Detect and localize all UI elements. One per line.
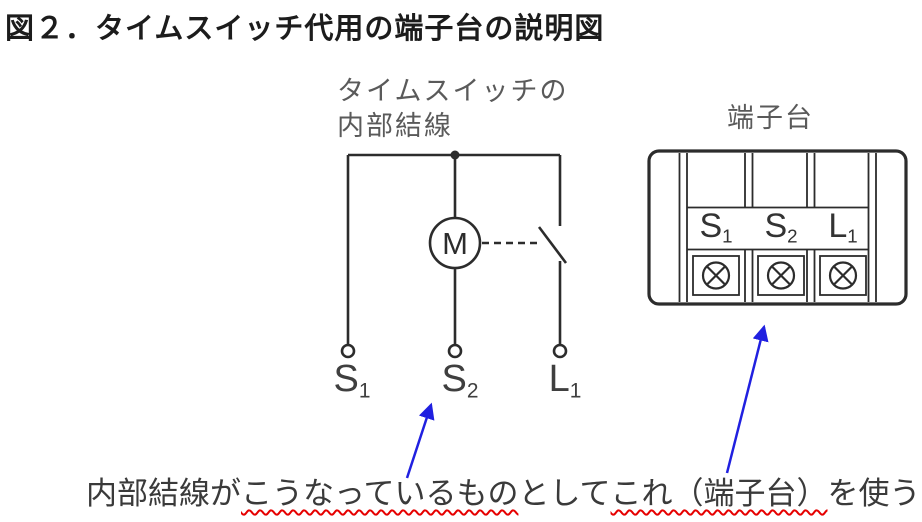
timeswitch-circuit: M bbox=[340, 150, 568, 359]
terminal-label-l1: L1 bbox=[548, 358, 582, 403]
figure-title: 図２．タイムスイッチ代用の端子台の説明図 bbox=[5, 13, 605, 45]
switch-blade-icon bbox=[537, 226, 568, 264]
screw-box-l1 bbox=[819, 255, 867, 296]
terminal-label-s1: S1 bbox=[333, 358, 371, 403]
terminal-open-circle-s1 bbox=[340, 343, 356, 359]
caption-emphasis-terminal-block: これ（端子台） bbox=[610, 476, 828, 511]
slot-label-l1: L1 bbox=[828, 207, 858, 247]
terminal-block-outline bbox=[647, 149, 908, 306]
annotation-arrows bbox=[405, 324, 769, 479]
circuit-internal-wiring-label: タイムスイッチの 内部結線 bbox=[337, 74, 568, 144]
caption-sentence: 内部結線がこうなっているものとしてこれ（端子台）を使う bbox=[86, 468, 921, 513]
slot-label-s2: S2 bbox=[764, 207, 798, 247]
caption-middle: として bbox=[518, 476, 611, 511]
circuit-label-line2: 内部結線 bbox=[337, 111, 453, 142]
terminal-block-drawing bbox=[647, 149, 908, 306]
upper-divider-lines bbox=[744, 153, 816, 208]
screw-box-s2 bbox=[757, 255, 805, 296]
screw-icon-s1 bbox=[701, 261, 731, 290]
caption-prefix: 内部結線が bbox=[86, 476, 241, 511]
motor-letter: M bbox=[442, 226, 468, 261]
terminal-block-label: 端子台 bbox=[727, 103, 814, 133]
arrow-to-internal-wiring-icon bbox=[405, 402, 435, 479]
caption-emphasis-internal-wiring: こうなっているもの bbox=[241, 476, 519, 511]
motor-circle bbox=[428, 216, 482, 270]
screw-icon-s2 bbox=[766, 261, 796, 290]
arrow-to-terminal-block-icon bbox=[725, 324, 769, 474]
side-strip-lines bbox=[678, 153, 877, 302]
label-band-lines bbox=[687, 206, 869, 251]
circuit-label-line1: タイムスイッチの bbox=[337, 76, 569, 106]
terminal-label-s2: S2 bbox=[441, 358, 479, 403]
terminal-open-circle-l1 bbox=[552, 343, 568, 359]
terminal-open-circle-s2 bbox=[447, 343, 463, 359]
slot-label-s1: S1 bbox=[699, 207, 733, 247]
screw-box-s1 bbox=[692, 255, 740, 296]
caption-suffix: を使う bbox=[827, 476, 921, 511]
screw-icon-l1 bbox=[828, 261, 858, 290]
lower-divider-lines bbox=[744, 249, 816, 302]
